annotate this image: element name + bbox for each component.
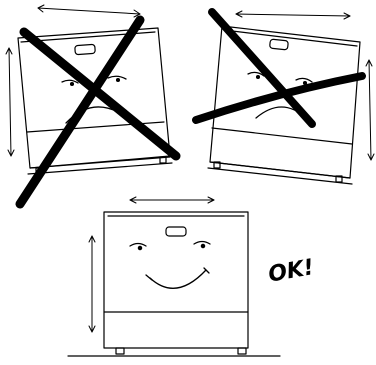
width-arrow — [38, 5, 140, 17]
panel-level: OK! — [68, 197, 316, 356]
height-arrow — [89, 236, 95, 332]
happy-face-icon — [130, 242, 210, 289]
appliance-body — [68, 212, 280, 356]
width-arrow — [130, 197, 214, 203]
height-arrow — [366, 60, 374, 160]
width-arrow — [236, 11, 350, 19]
handle-icon — [270, 39, 289, 50]
handle-icon — [75, 44, 96, 54]
panel-tilted-right — [196, 11, 374, 184]
x-cross-icon — [20, 20, 176, 204]
ok-label: OK! — [266, 255, 315, 288]
panel-tilted-left — [6, 5, 176, 204]
height-arrow — [6, 48, 14, 156]
handle-icon — [166, 227, 186, 236]
